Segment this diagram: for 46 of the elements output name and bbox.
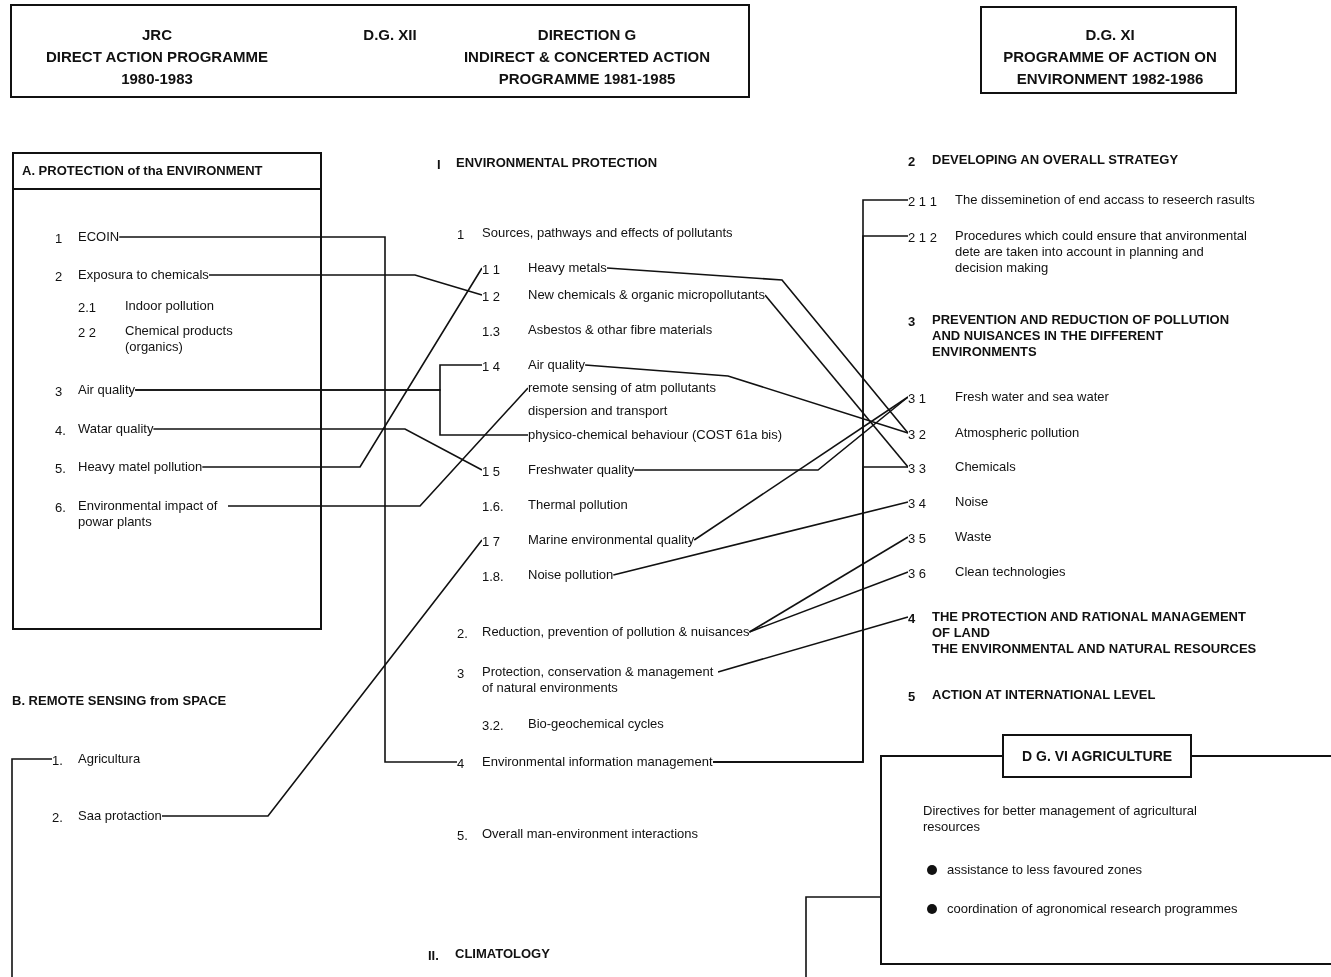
- connector-line: [612, 501, 909, 576]
- item-label: Bio-geochemical cycles: [528, 716, 664, 732]
- header-box: [980, 6, 1237, 94]
- item-label: Atmospheric pollution: [955, 425, 1080, 441]
- connector-line: [134, 389, 529, 436]
- connector-line: [805, 896, 881, 977]
- connector-line: [208, 274, 483, 296]
- connector-line: [748, 536, 909, 633]
- item-label: Saa protaction: [78, 808, 162, 824]
- connector-line: [693, 396, 909, 541]
- item-label: Heavy metals: [528, 260, 607, 276]
- item-label: Watar quality: [78, 421, 154, 437]
- item-label: Reduction, prevention of pollution & nuisances: [482, 624, 750, 640]
- item-label: physico-chemical behaviour (COST 61a bis): [528, 427, 783, 443]
- connector-line: [717, 616, 909, 673]
- item-label: Heavy matel pollution: [78, 459, 203, 475]
- item-label: Agricultura: [78, 751, 141, 767]
- item-label: Exposura to chemicals: [78, 267, 209, 283]
- item-label: remote sensing of atm pollutants: [528, 380, 716, 396]
- connector-line: [711, 466, 909, 763]
- bullet-text: coordination of agronomical research programmes: [947, 901, 1238, 917]
- connector-line: [764, 294, 909, 468]
- connector-line: [584, 364, 909, 434]
- section-box: [12, 152, 322, 630]
- item-label: Air quality: [78, 382, 136, 398]
- item-label: dispersion and transport: [528, 403, 668, 419]
- item-label: Marine environmental quality: [528, 532, 695, 548]
- connector-line: [748, 571, 909, 633]
- section-title: D G. VI AGRICULTURE: [1002, 734, 1193, 778]
- item-label: Environmental information management: [482, 754, 713, 770]
- connector-line: [152, 428, 483, 471]
- item-label: Air quality: [528, 357, 586, 373]
- connector-line: [227, 387, 529, 507]
- connector-line: [606, 267, 909, 434]
- item-label: Sources, pathways and effects of pollutants: [482, 225, 733, 241]
- connector-line: [118, 236, 458, 763]
- item-label: Freshwater quality: [528, 462, 635, 478]
- connector-line: [201, 267, 483, 468]
- item-label: Noise pollution: [528, 567, 614, 583]
- header-box: [10, 4, 750, 98]
- connector-line: [161, 539, 483, 817]
- item-label: Clean technologies: [955, 564, 1066, 580]
- item-label: Indoor pollution: [125, 298, 214, 314]
- connector-line: [11, 758, 53, 977]
- item-label: Thermal pollution: [528, 497, 628, 513]
- item-label: New chemicals & organic micropollutants: [528, 287, 765, 303]
